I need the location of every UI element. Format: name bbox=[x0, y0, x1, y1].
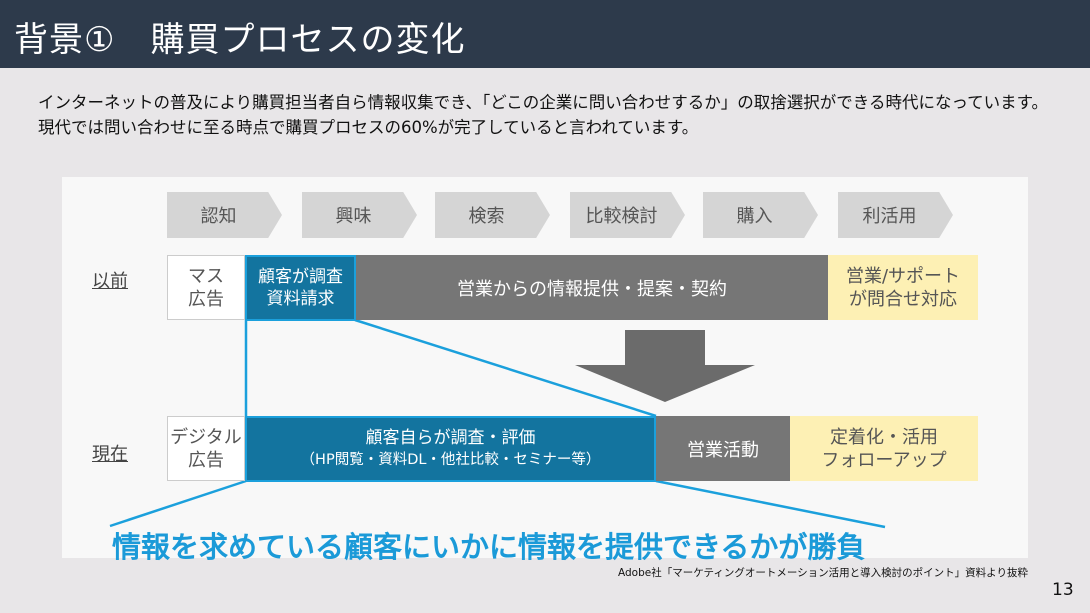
now-sales: 営業活動 bbox=[656, 416, 790, 481]
research-title: 顧客自らが調査・評価 bbox=[365, 428, 536, 448]
row-label-before: 以前 bbox=[92, 271, 128, 292]
stage-awareness: 認知 bbox=[167, 192, 282, 238]
row-label-now: 現在 bbox=[92, 444, 128, 465]
key-message: 情報を求めている顧客にいかに情報を提供できるかが勝負 bbox=[112, 530, 866, 564]
down-arrow-icon bbox=[575, 330, 755, 402]
before-sales: 営業からの情報提供・提案・契約 bbox=[356, 255, 828, 320]
title-bar: 背景① 購買プロセスの変化 bbox=[0, 0, 1090, 68]
diagram-panel bbox=[62, 177, 1028, 558]
now-digital-ad: デジタル 広告 bbox=[167, 416, 245, 481]
citation: Adobe社「マーケティングオートメーション活用と導入検討のポイント」資料より抜… bbox=[618, 567, 1028, 579]
stage-utilization: 利活用 bbox=[838, 192, 953, 238]
intro-text: インターネットの普及により購買担当者自ら情報収集でき、「どこの企業に問い合わせす… bbox=[38, 93, 1048, 137]
page-number: 13 bbox=[1052, 580, 1074, 600]
research-subtitle: （HP閲覧・資料DL・他社比較・セミナー等） bbox=[300, 452, 601, 468]
now-customer-research: 顧客自らが調査・評価 （HP閲覧・資料DL・他社比較・セミナー等） bbox=[245, 416, 656, 482]
stage-search: 検索 bbox=[435, 192, 550, 238]
now-support: 定着化・活用 フォローアップ bbox=[790, 416, 978, 481]
slide-title: 背景① 購買プロセスの変化 bbox=[14, 20, 466, 60]
stage-interest: 興味 bbox=[302, 192, 417, 238]
before-mass-ad: マス 広告 bbox=[167, 255, 245, 320]
stage-purchase: 購入 bbox=[703, 192, 818, 238]
stage-compare: 比較検討 bbox=[570, 192, 685, 238]
before-customer-research: 顧客が調査 資料請求 bbox=[245, 255, 356, 321]
before-support: 営業/サポート が問合せ対応 bbox=[828, 255, 978, 320]
